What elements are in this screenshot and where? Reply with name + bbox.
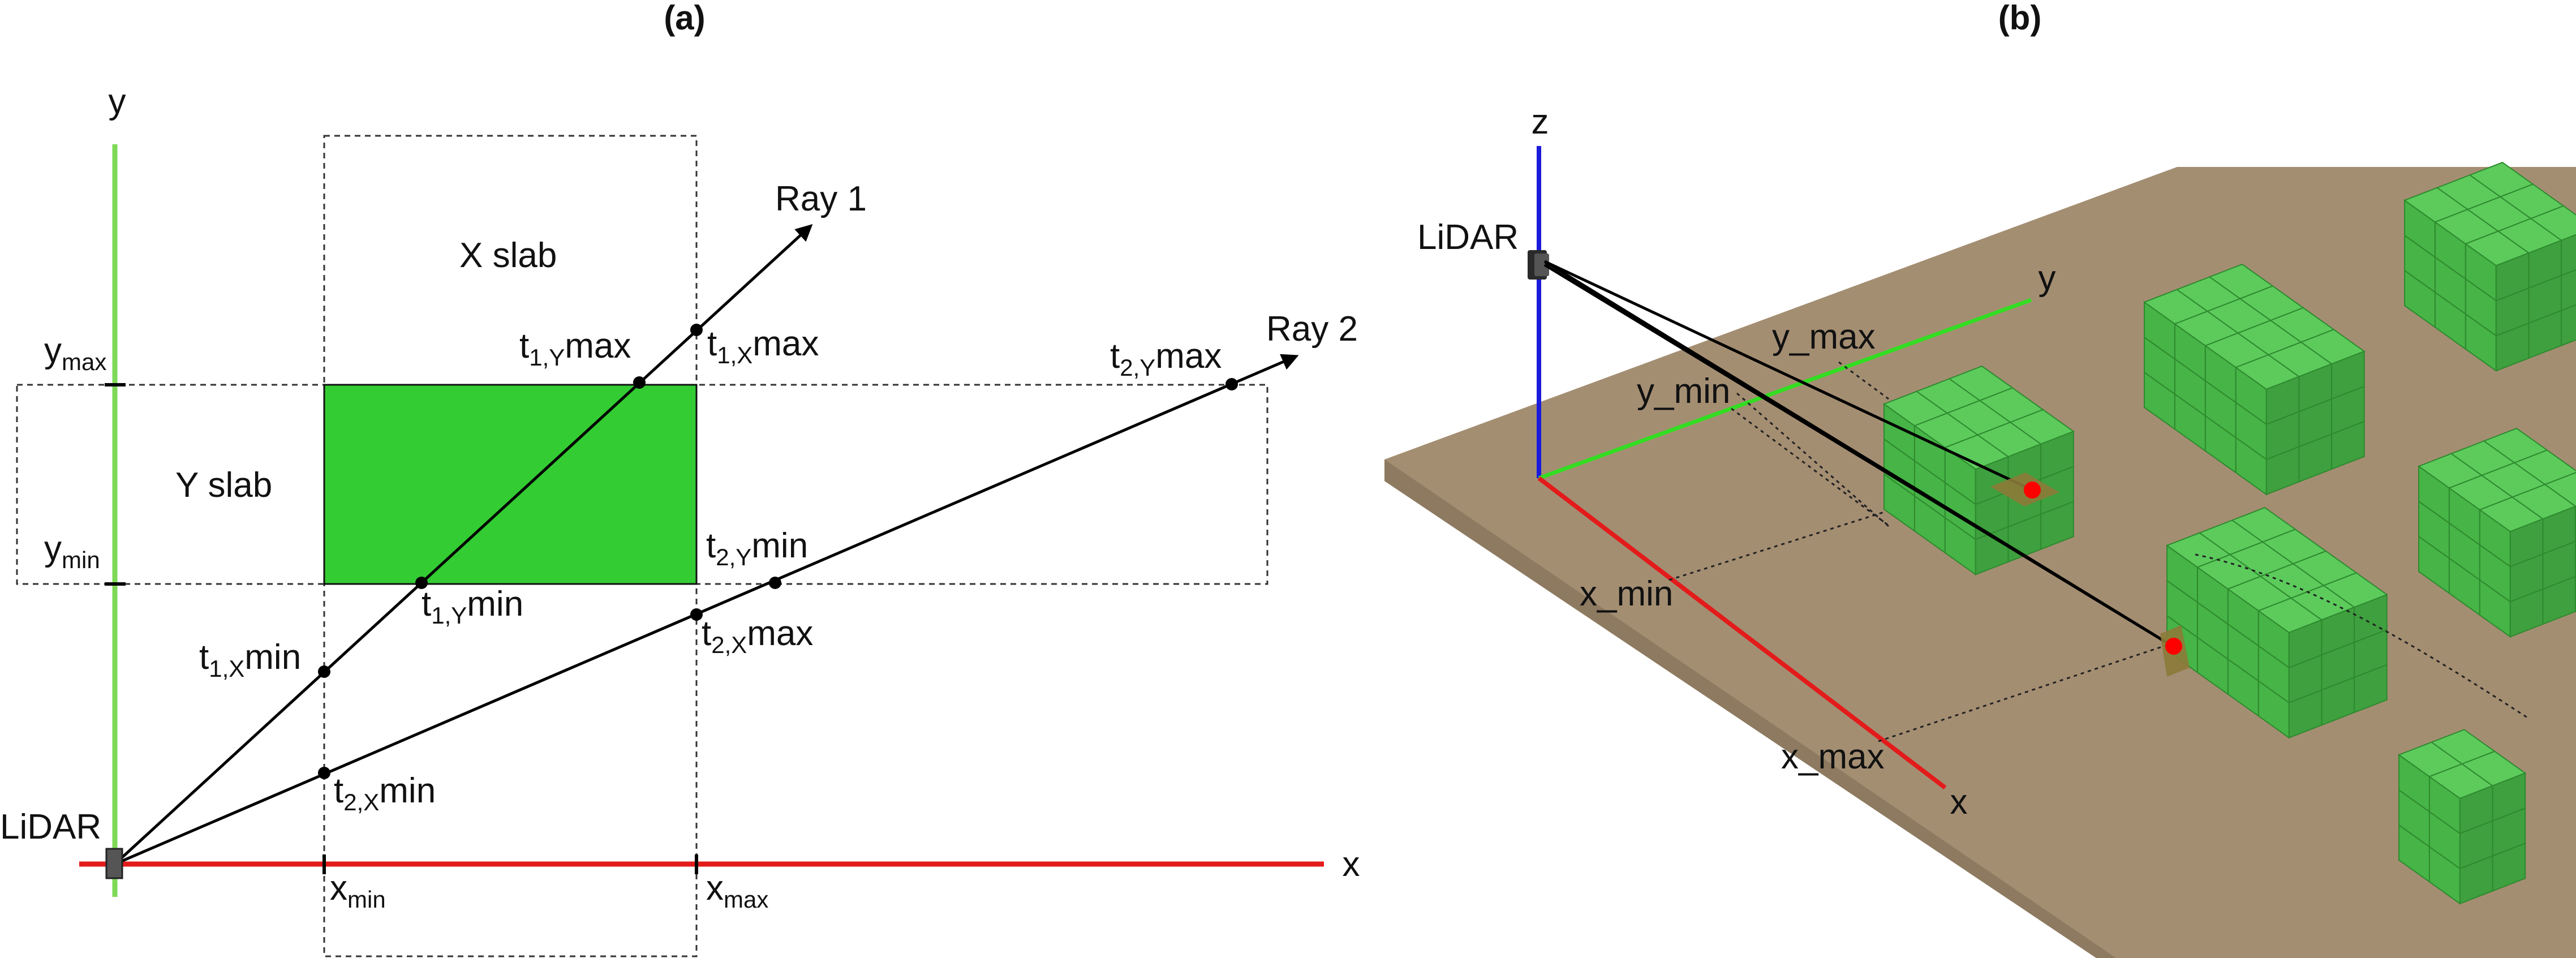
- t1-x-min-dot: [318, 665, 330, 678]
- y-slab-label: Y slab: [175, 466, 272, 505]
- x-min-label: xmin: [330, 869, 386, 913]
- y-axis-label: y: [109, 82, 126, 121]
- y-axis-label-b: y: [2039, 259, 2056, 298]
- panel-a: (a) y x ymax ymin xmin xmax X slab Y sla…: [0, 0, 1360, 957]
- voxel-face: [2561, 304, 2576, 347]
- ray-2-label: Ray 2: [1266, 310, 1358, 349]
- t1-y-max-label: t1,Ymax: [519, 327, 631, 371]
- ray-to-hit-2b: [1543, 263, 2177, 650]
- t1-y-min-dot: [415, 577, 428, 589]
- x-max-projection: [1878, 644, 2168, 742]
- y-axis-line-b: [1538, 298, 2032, 480]
- y-min-label: ymin: [44, 529, 100, 573]
- y-max-projection: [1731, 407, 1890, 527]
- ray-to-hit-1: [1543, 260, 2033, 492]
- voxel-face: [2561, 234, 2576, 277]
- t2-y-max-dot: [1225, 378, 1238, 390]
- voxel-face: [2323, 572, 2388, 608]
- bounding-box-green: [323, 384, 698, 585]
- t1-x-max-label: t1,Xmax: [707, 324, 819, 368]
- t2-x-min-label: t2,Xmin: [334, 771, 436, 815]
- panel-b: (b) z y x LiDAR y_max y: [1384, 0, 2576, 958]
- y-min-label-b: y_min: [1637, 372, 1730, 411]
- lidar-sensor-icon: [105, 848, 123, 879]
- ray-2-line: [114, 354, 1299, 866]
- t2-y-min-label: t2,Ymin: [706, 526, 808, 570]
- y-max-label-b: y_max: [1772, 317, 1876, 356]
- voxel-face: [2513, 449, 2576, 486]
- x-axis-label-b: x: [1950, 783, 1968, 822]
- hit-point-2: [2165, 638, 2182, 655]
- voxel-face: [2300, 329, 2366, 365]
- t2-x-max-label: t2,Xmax: [702, 614, 813, 658]
- z-axis-label: z: [1532, 102, 1549, 141]
- x-min-label-b: x_min: [1580, 574, 1673, 613]
- t2-x-max-dot: [690, 608, 703, 621]
- y-max-label: ymax: [44, 331, 106, 375]
- voxel-face: [2561, 269, 2576, 312]
- x-max-label: xmax: [706, 869, 768, 913]
- t1-x-max-dot: [690, 324, 703, 336]
- t2-y-max-label: t2,Ymax: [1110, 337, 1222, 381]
- lidar-sensor-lens-icon: [1534, 254, 1549, 276]
- voxel-face: [2530, 205, 2576, 241]
- t2-y-min-dot: [769, 577, 781, 589]
- hit-point-1: [2024, 482, 2041, 499]
- y-max-projection-2: [1838, 361, 1889, 400]
- x-max-label-b: x_max: [1781, 737, 1885, 776]
- x-axis-line-b: [1537, 476, 1947, 790]
- ray-ghost-projection: [2195, 553, 2530, 720]
- voxel-face: [2544, 471, 2576, 507]
- ray-1-label: Ray 1: [775, 179, 867, 218]
- t1-x-min-label: t1,Xmin: [199, 638, 301, 682]
- t1-y-max-dot: [633, 376, 646, 389]
- x-min-projection: [1668, 511, 1885, 581]
- voxel-face: [2009, 409, 2075, 445]
- x-axis-label: x: [1343, 845, 1360, 884]
- x-slab-label: X slab: [459, 236, 557, 275]
- panel-a-title: (a): [664, 0, 705, 37]
- lidar-label-b: LiDAR: [1417, 218, 1519, 257]
- x-slab-outline: [323, 135, 698, 957]
- t2-x-min-dot: [318, 767, 330, 779]
- ground-edge: [1384, 459, 2116, 958]
- voxel-face: [2461, 750, 2527, 787]
- lidar-label-a: LiDAR: [0, 807, 101, 847]
- panel-b-title: (b): [1998, 0, 2042, 37]
- t1-y-min-label: t1,Ymin: [422, 585, 523, 629]
